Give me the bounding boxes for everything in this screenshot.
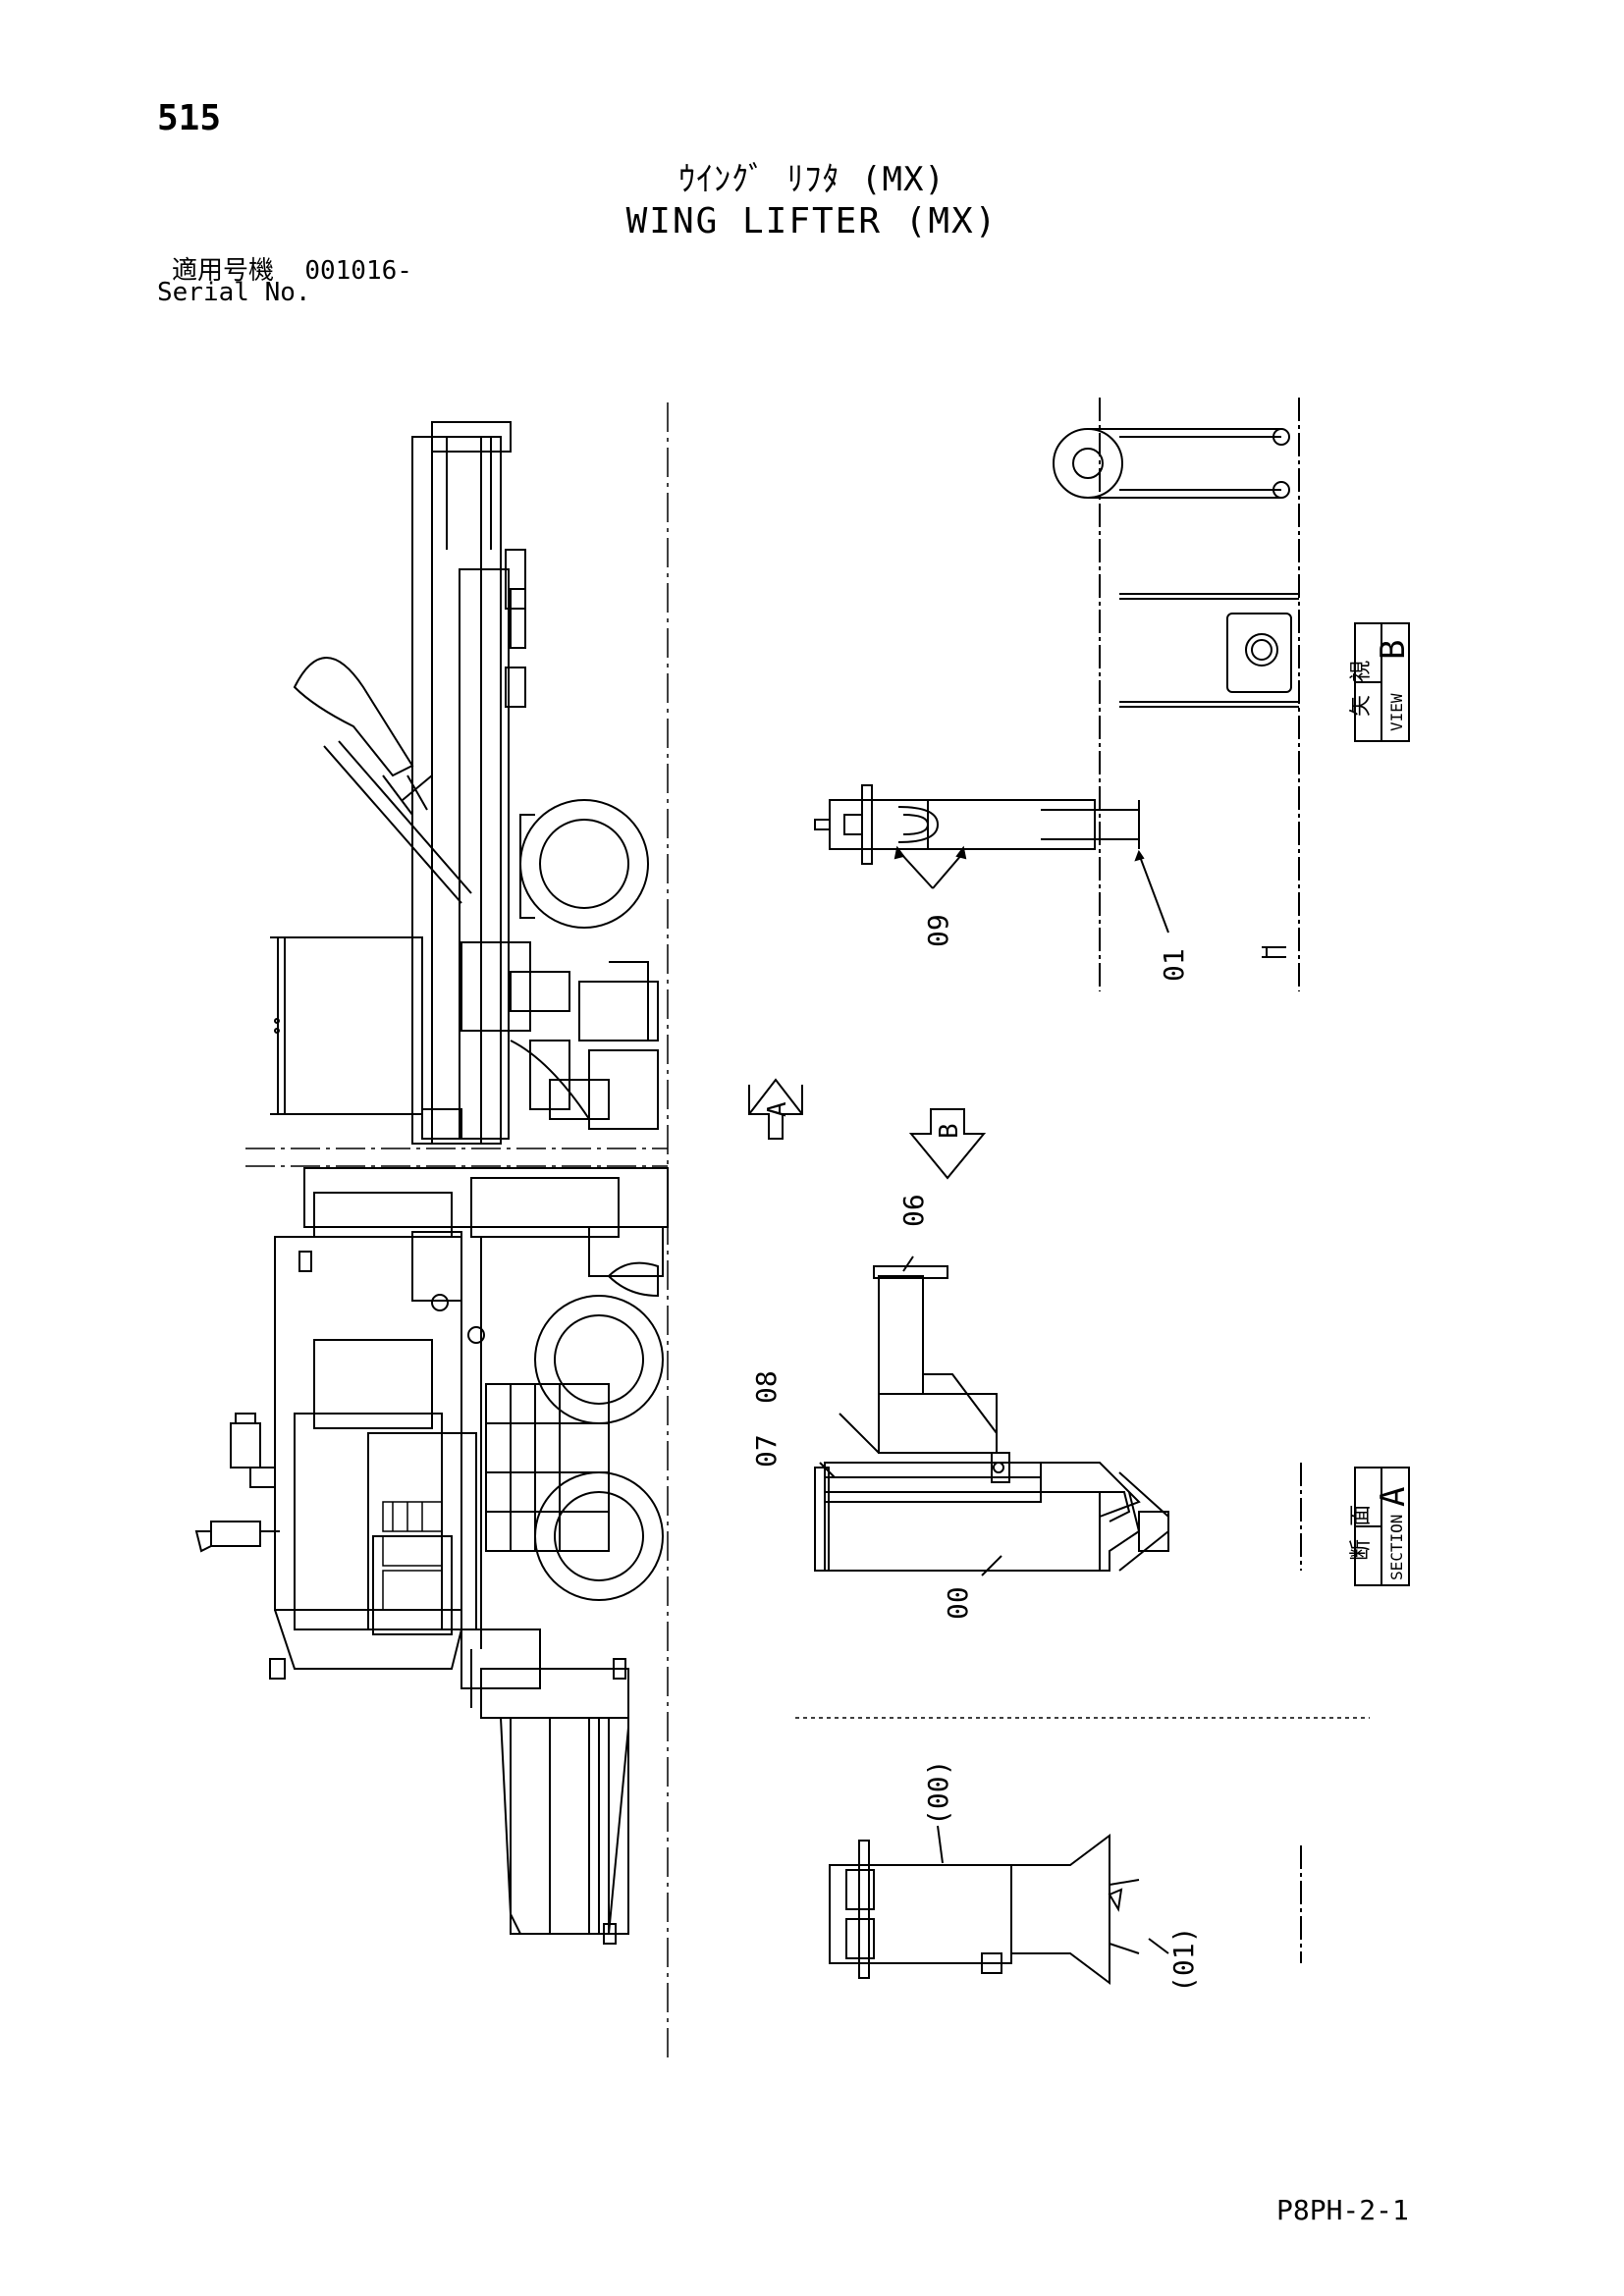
callout-09: 09 [922, 914, 954, 947]
serial-value: 001016- [304, 256, 412, 286]
drawing-labels: 矢 視 VIEW B 断 面 SECTION A A B 09 01 06 08… [750, 640, 1413, 1993]
arrow-b-marker [908, 1108, 987, 1180]
section-a-label-box [1354, 1467, 1410, 1586]
callout-00-paren: (00) [922, 1760, 954, 1826]
arrow-b-letter: B [935, 1123, 964, 1139]
bottom-detail [829, 1825, 1302, 1985]
callout-07: 07 [750, 1434, 783, 1468]
section-a-letter: A [1374, 1487, 1413, 1507]
document-code: P8PH-2-1 [1276, 2194, 1409, 2226]
callout-00: 00 [942, 1586, 974, 1620]
arrow-a-marker [748, 1078, 803, 1140]
callout-01: 01 [1158, 948, 1190, 982]
arrow-a-letter: A [763, 1101, 792, 1117]
view-b-en-text: VIEW [1387, 693, 1406, 731]
callout-06: 06 [897, 1194, 930, 1227]
callout-01-paren: (01) [1167, 1927, 1200, 1993]
page-number: 515 [157, 98, 222, 138]
title-english: WING LIFTER (MX) [625, 201, 999, 241]
callout-08: 08 [750, 1370, 783, 1404]
section-a-jp-text: 断 面 [1349, 1505, 1374, 1561]
view-b-letter: B [1374, 640, 1413, 660]
view-b-detail [814, 398, 1300, 991]
machine-overview [194, 402, 669, 2061]
title-japanese: ｳｲﾝｸﾞ ﾘﾌﾀ (MX) [678, 160, 946, 199]
view-b-label-box [1354, 622, 1410, 742]
serial-label-english: Serial No. [157, 278, 311, 307]
section-a-en-text: SECTION [1387, 1515, 1406, 1580]
serial-line-japanese: 適用号機 001016- [172, 250, 412, 287]
section-a-detail [814, 1255, 1302, 1576]
serial-label-jp: 適用号機 [172, 256, 275, 286]
view-b-jp-text: 矢 視 [1349, 661, 1374, 717]
